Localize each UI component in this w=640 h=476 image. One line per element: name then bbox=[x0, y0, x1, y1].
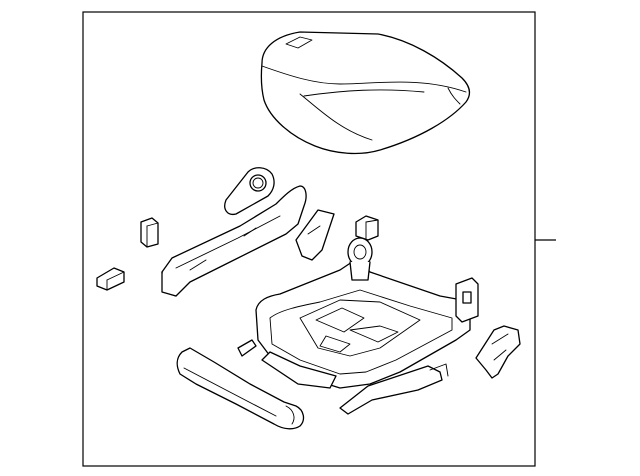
recliner-cover bbox=[224, 167, 275, 216]
cushion-frame bbox=[237, 237, 479, 415]
seat-cushion-cover bbox=[260, 31, 471, 155]
frame-tab bbox=[355, 215, 379, 241]
side-shield bbox=[176, 347, 305, 430]
rear-bracket bbox=[475, 325, 521, 379]
side-bracket bbox=[161, 185, 307, 297]
adjuster-bracket bbox=[295, 209, 335, 261]
clip-large bbox=[96, 267, 125, 291]
clip-small bbox=[140, 217, 159, 248]
